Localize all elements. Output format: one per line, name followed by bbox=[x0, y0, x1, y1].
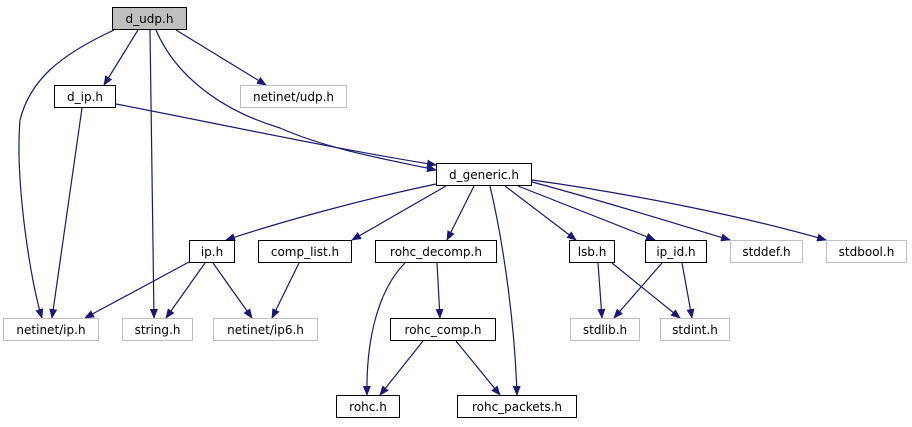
node-label: stdint.h bbox=[672, 322, 718, 337]
edge-ip-id-h-to-stdlib-h bbox=[613, 262, 663, 319]
edge-d-generic-h-to-lsb-h bbox=[504, 185, 577, 241]
node-label: string.h bbox=[134, 322, 181, 337]
edge-d-udp-h-to-netinet-ip-h bbox=[18, 29, 115, 319]
node-stdint-h: stdint.h bbox=[660, 318, 730, 341]
node-lsb-h[interactable]: lsb.h bbox=[569, 240, 615, 263]
edge-ip-h-to-netinet-ip6-h bbox=[212, 262, 253, 319]
edge-comp-list-h-to-netinet-ip6-h bbox=[271, 262, 300, 319]
node-label: netinet/ip6.h bbox=[227, 322, 304, 337]
edge-ip-h-to-string-h bbox=[165, 262, 206, 319]
edge-rohc-decomp-h-to-rohc-h bbox=[362, 262, 406, 396]
node-label: netinet/ip.h bbox=[16, 322, 86, 337]
edge-lsb-h-to-stdint-h bbox=[611, 262, 681, 319]
node-stdbool-h: stdbool.h bbox=[826, 240, 907, 263]
node-label: lsb.h bbox=[577, 244, 607, 259]
node-label: d_generic.h bbox=[449, 167, 519, 182]
edge-d-generic-h-to-ip-id-h bbox=[517, 185, 656, 241]
node-label: rohc_comp.h bbox=[404, 322, 482, 337]
node-string-h: string.h bbox=[122, 318, 193, 341]
edge-ip-h-to-netinet-ip-h bbox=[84, 261, 190, 319]
node-ip-id-h[interactable]: ip_id.h bbox=[645, 240, 707, 263]
edge-rohc-comp-h-to-rohc-packets-h bbox=[455, 340, 501, 396]
node-label: rohc_decomp.h bbox=[390, 244, 482, 259]
edge-d-ip-h-to-netinet-ip-h bbox=[49, 107, 83, 319]
edge-rohc-comp-h-to-rohc-h bbox=[379, 340, 424, 396]
edge-d-udp-h-to-netinet-udp-h bbox=[175, 29, 267, 86]
node-stddef-h: stddef.h bbox=[730, 240, 803, 263]
node-comp-list-h[interactable]: comp_list.h bbox=[258, 240, 352, 263]
node-rohc-h[interactable]: rohc.h bbox=[336, 395, 400, 418]
node-label: ip_id.h bbox=[656, 244, 696, 259]
edge-lsb-h-to-stdlib-h bbox=[597, 262, 606, 319]
edge-d-udp-h-to-d-generic-h bbox=[155, 29, 437, 172]
node-label: stdlib.h bbox=[582, 322, 628, 337]
node-netinet-udp-h: netinet/udp.h bbox=[240, 85, 347, 108]
edge-d-generic-h-to-rohc-packets-h bbox=[489, 185, 521, 396]
node-rohc-decomp-h[interactable]: rohc_decomp.h bbox=[375, 240, 497, 263]
node-ip-h[interactable]: ip.h bbox=[189, 240, 235, 263]
node-label: d_udp.h bbox=[125, 11, 174, 26]
edge-d-generic-h-to-rohc-decomp-h bbox=[446, 185, 475, 241]
node-d-generic-h[interactable]: d_generic.h bbox=[436, 163, 532, 186]
node-rohc-comp-h[interactable]: rohc_comp.h bbox=[390, 318, 496, 341]
node-label: stdbool.h bbox=[838, 244, 895, 259]
node-label: rohc_packets.h bbox=[471, 399, 563, 414]
node-stdlib-h: stdlib.h bbox=[570, 318, 640, 341]
edge-ip-id-h-to-stdint-h bbox=[681, 262, 695, 319]
node-label: comp_list.h bbox=[270, 244, 340, 259]
node-netinet-ip-h: netinet/ip.h bbox=[3, 318, 99, 341]
edge-d-generic-h-to-comp-list-h bbox=[351, 185, 447, 241]
node-rohc-packets-h[interactable]: rohc_packets.h bbox=[457, 395, 577, 418]
node-label: rohc.h bbox=[349, 399, 387, 414]
edge-d-udp-h-to-string-h bbox=[149, 29, 158, 319]
edge-d-udp-h-to-d-ip-h bbox=[103, 29, 139, 86]
edge-d-generic-h-to-stddef-h bbox=[531, 181, 731, 242]
edge-rohc-decomp-h-to-rohc-comp-h bbox=[435, 262, 444, 319]
node-d-udp-h[interactable]: d_udp.h bbox=[112, 7, 187, 30]
node-label: ip.h bbox=[200, 244, 224, 259]
edge-d-generic-h-to-stdbool-h bbox=[531, 179, 827, 242]
node-label: stddef.h bbox=[742, 244, 791, 259]
node-d-ip-h[interactable]: d_ip.h bbox=[54, 85, 116, 108]
node-netinet-ip6-h: netinet/ip6.h bbox=[213, 318, 318, 341]
edge-d-ip-h-to-d-generic-h bbox=[115, 103, 437, 168]
node-label: d_ip.h bbox=[67, 89, 103, 104]
node-label: netinet/udp.h bbox=[252, 89, 335, 104]
edge-d-generic-h-to-ip-h bbox=[225, 183, 437, 241]
